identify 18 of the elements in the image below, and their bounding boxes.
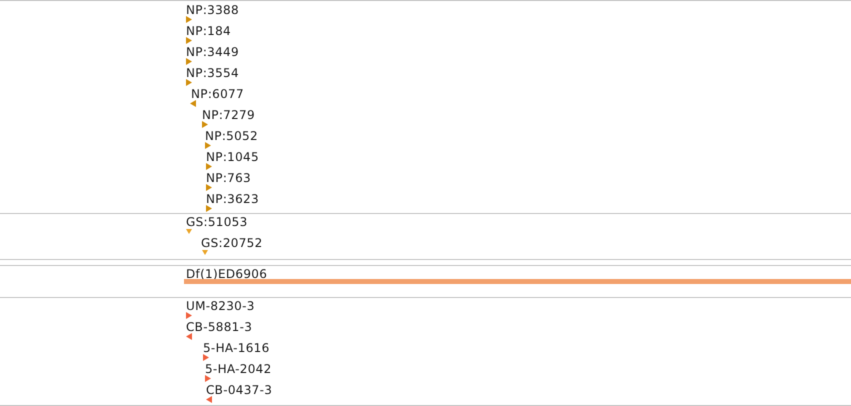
feature-label: 5-HA-2042 [205, 362, 272, 376]
feature-label: NP:3623 [206, 192, 259, 206]
feature-label: NP:7279 [202, 108, 255, 122]
feature-label: NP:3554 [186, 66, 239, 80]
feature-label: NP:3449 [186, 45, 239, 59]
feature-label: NP:763 [206, 171, 251, 185]
feature-label: Df(1)ED6906 [186, 267, 268, 281]
feature-label: CB-0437-3 [206, 383, 272, 397]
feature-label: NP:3388 [186, 3, 239, 17]
feature-label: NP:1045 [206, 150, 259, 164]
feature-label: NP:5052 [205, 129, 258, 143]
feature-label: CB-5881-3 [186, 320, 252, 334]
feature-label: GS:20752 [201, 236, 263, 250]
feature-label: UM-8230-3 [186, 299, 255, 313]
feature-label: GS:51053 [186, 215, 248, 229]
feature-label: NP:184 [186, 24, 231, 38]
feature-label: NP:6077 [191, 87, 244, 101]
feature-label: 5-HA-1616 [203, 341, 270, 355]
